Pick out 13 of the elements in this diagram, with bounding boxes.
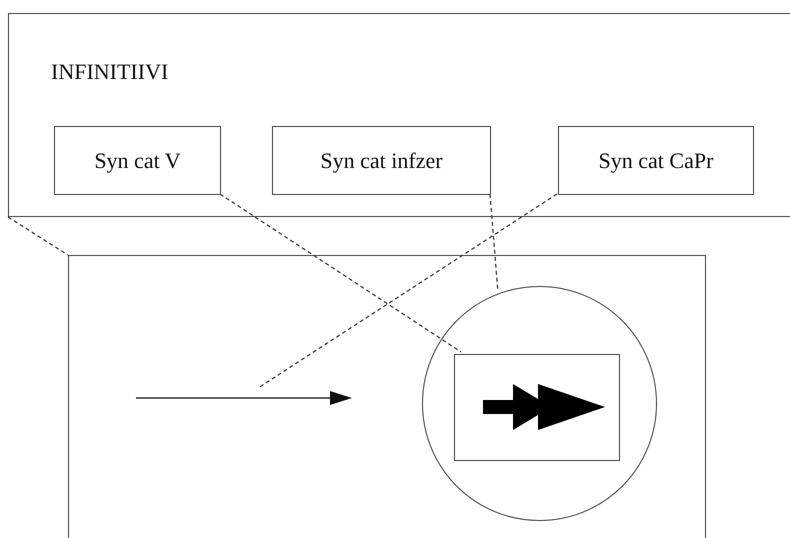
frame-box <box>68 255 706 538</box>
dashed-connector <box>258 194 558 388</box>
dashed-connector <box>489 194 498 292</box>
group-title: INFINITIIVI <box>51 59 168 85</box>
group-box <box>8 13 790 217</box>
dashed-connector <box>220 194 462 352</box>
category-box: Syn cat CaPr <box>558 126 754 195</box>
category-box: Syn cat V <box>54 126 221 195</box>
dashed-connector <box>8 216 68 256</box>
category-box: Syn cat infzer <box>272 126 491 195</box>
circle <box>422 286 657 521</box>
icon-box <box>454 354 620 461</box>
arrow <box>136 389 352 407</box>
